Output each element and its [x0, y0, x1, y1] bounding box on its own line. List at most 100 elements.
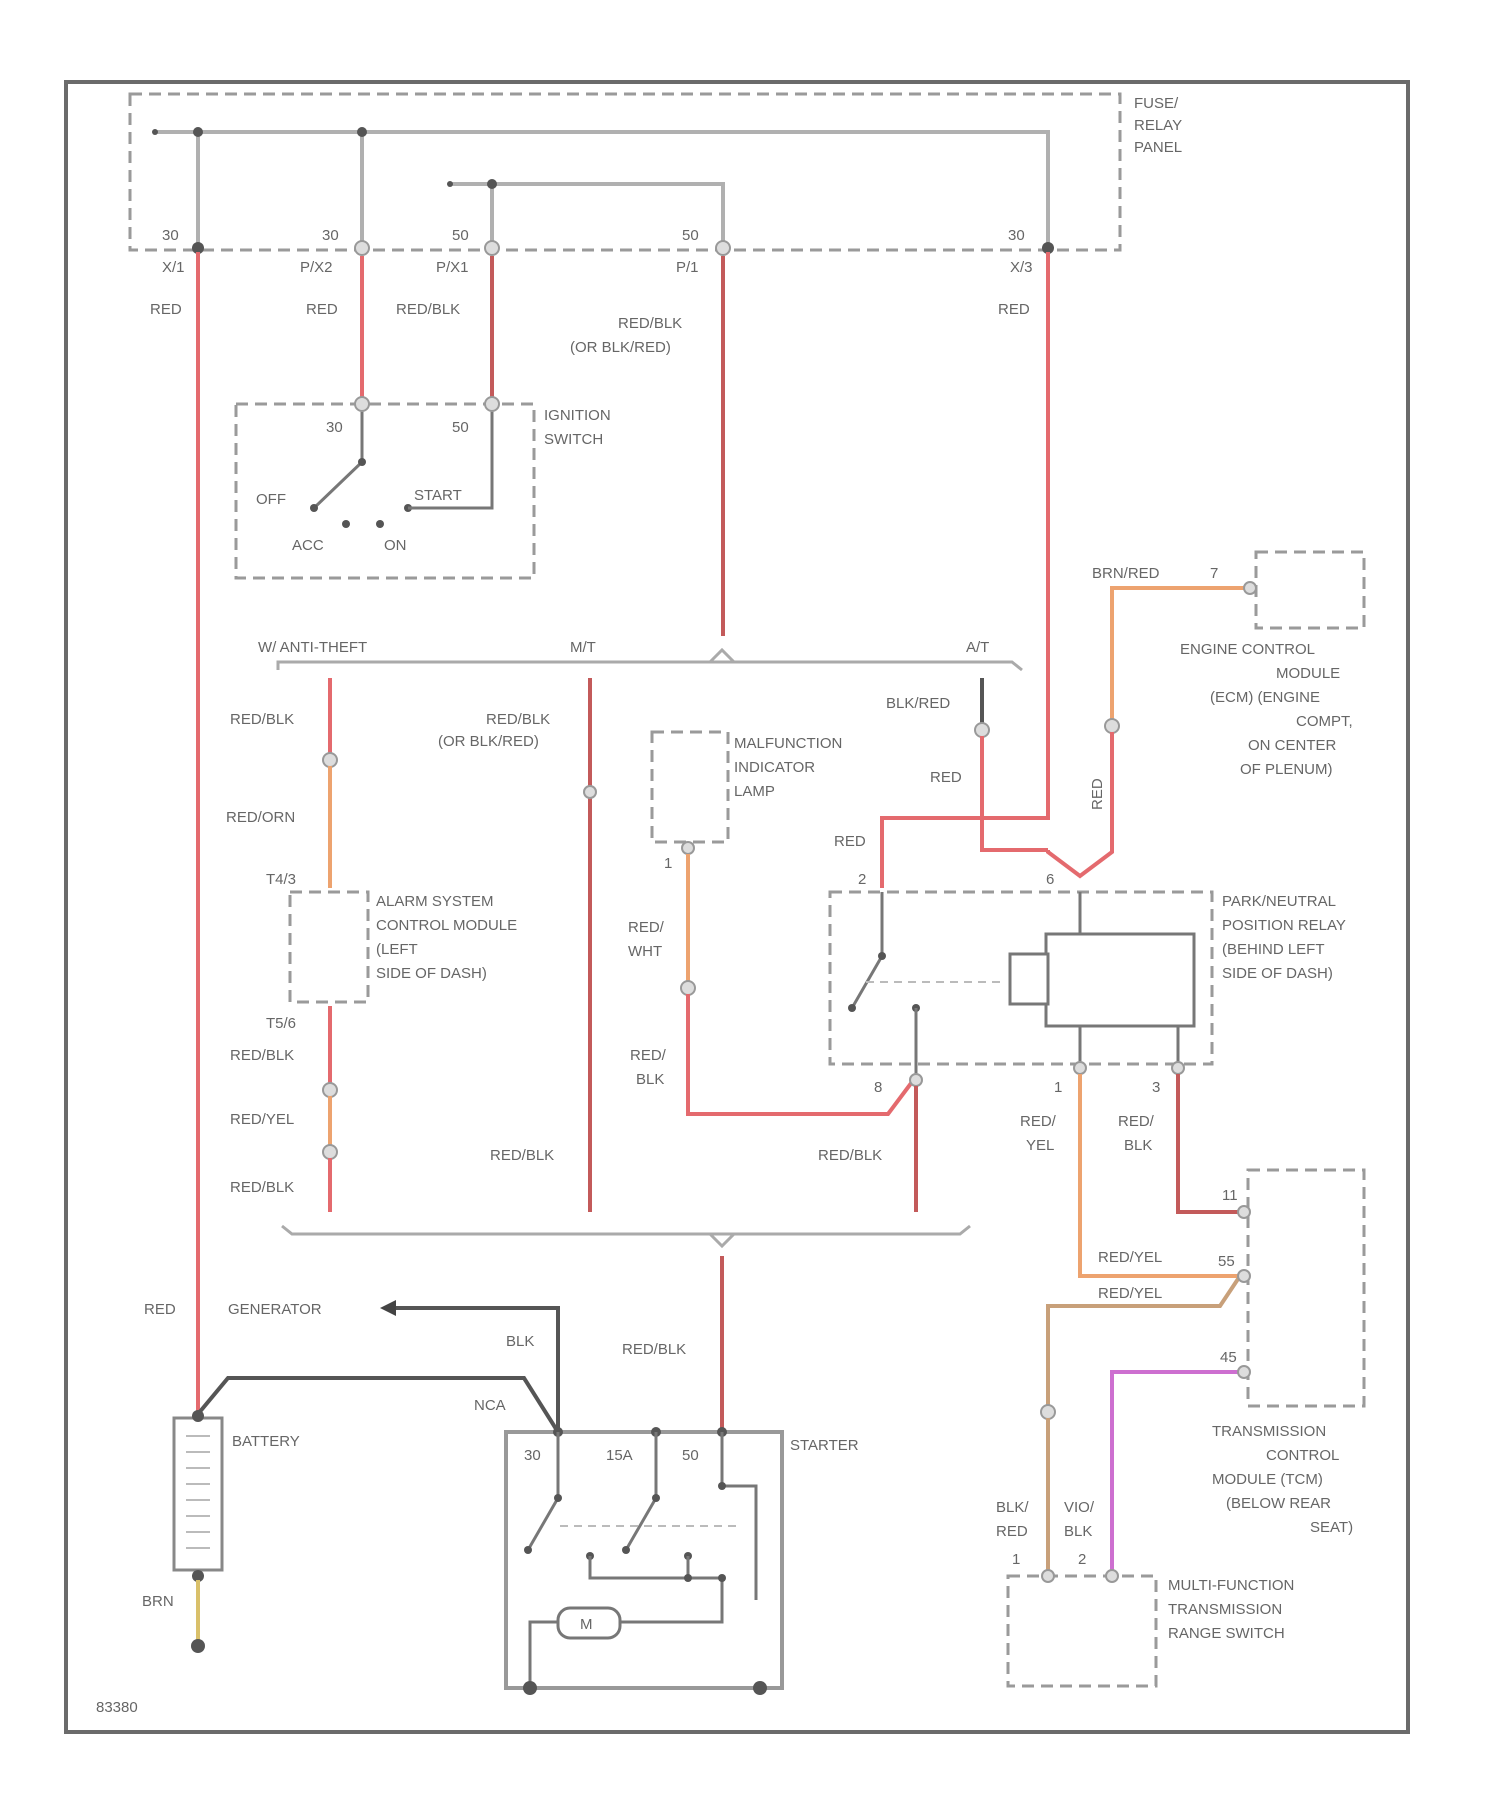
- label-red-blk-1: RED/BLK: [396, 301, 460, 318]
- label-red-blk-5: RED/BLK: [230, 1047, 294, 1064]
- label-red-6: RED: [144, 1301, 176, 1318]
- label-red-blk-4: RED/BLK: [818, 1147, 882, 1164]
- malfunction-indicator-lamp: MALFUNCTION INDICATOR LAMP 1: [652, 732, 842, 872]
- park-neutral-position-relay: 2 6 8 1 3 PARK/NEUTRAL POSITION RELAY (B…: [830, 871, 1346, 1096]
- mfs-title-3: RANGE SWITCH: [1168, 1625, 1285, 1642]
- wire-mil-redblk: [688, 994, 912, 1114]
- fuse-pin-2-term: P/X2: [300, 259, 333, 276]
- label-red-blk-8a: RED/: [1118, 1113, 1155, 1130]
- wire-relay-feed: [882, 818, 1048, 888]
- wire-at-red-2: [982, 736, 1048, 850]
- mfs-pin-1: 1: [1012, 1551, 1020, 1568]
- ignition-switch: 30 50 IGNITION SWITCH OFF ACC ON START: [236, 397, 611, 578]
- ground-point-icon: [191, 1639, 205, 1653]
- label-red-yel-3: RED/YEL: [1098, 1249, 1162, 1266]
- alarm-title-1: ALARM SYSTEM: [376, 893, 494, 910]
- label-red-wht-a: RED/: [628, 919, 665, 936]
- fuse-pin-3-num: 50: [452, 227, 469, 244]
- pnr-pin-8: 8: [874, 1079, 882, 1096]
- pnr-pin-3: 3: [1152, 1079, 1160, 1096]
- tcm-title-4: (BELOW REAR: [1226, 1495, 1331, 1512]
- label-red-blk-7: RED/BLK: [490, 1147, 554, 1164]
- label-red-yel-4: RED/YEL: [1098, 1285, 1162, 1302]
- pnr-title-1: PARK/NEUTRAL: [1222, 893, 1336, 910]
- label-brn-red: BRN/RED: [1092, 565, 1160, 582]
- label-vio-blk-b: BLK: [1064, 1523, 1092, 1540]
- generator-label: GENERATOR: [228, 1301, 322, 1318]
- figure-id: 83380: [96, 1699, 138, 1716]
- ecm-title-2: MODULE: [1276, 665, 1340, 682]
- tcm-title-1: TRANSMISSION: [1212, 1423, 1326, 1440]
- pnr-title-3: (BEHIND LEFT: [1222, 941, 1325, 958]
- fuse-pin-5-num: 30: [1008, 227, 1025, 244]
- label-w-anti-theft: W/ ANTI-THEFT: [258, 639, 367, 656]
- mil-pin: 1: [664, 855, 672, 872]
- label-red-blk-alt-b: (OR BLK/RED): [570, 339, 671, 356]
- label-red-blk-2: RED/BLK: [230, 711, 294, 728]
- fuse-panel-title-1: FUSE/: [1134, 95, 1179, 112]
- starter: 30 15A 50 STARTER M: [506, 1427, 859, 1695]
- alarm-title-4: SIDE OF DASH): [376, 965, 487, 982]
- ign-title-1: IGNITION: [544, 407, 611, 424]
- label-red-wht-b: WHT: [628, 943, 662, 960]
- label-red-vert: RED: [1089, 778, 1106, 810]
- starter-label: STARTER: [790, 1437, 859, 1454]
- alarm-system-control-module: T4/3 T5/6 ALARM SYSTEM CONTROL MODULE (L…: [266, 871, 517, 1032]
- label-blk-red-2a: BLK/: [996, 1499, 1029, 1516]
- label-blk: BLK: [506, 1333, 534, 1350]
- battery-label: BATTERY: [232, 1433, 300, 1450]
- label-red-5: RED: [834, 833, 866, 850]
- ecm-title-4: COMPT,: [1296, 713, 1353, 730]
- ign-pin-left: 30: [326, 419, 343, 436]
- fuse-panel-title-3: PANEL: [1134, 139, 1182, 156]
- fuse-pin-1-term: X/1: [162, 259, 185, 276]
- label-at: A/T: [966, 639, 989, 656]
- label-red-4: RED: [930, 769, 962, 786]
- generator-arrow-icon: [380, 1300, 396, 1316]
- label-red-orn: RED/ORN: [226, 809, 295, 826]
- label-red-3: RED: [998, 301, 1030, 318]
- ecm-title-1: ENGINE CONTROL: [1180, 641, 1315, 658]
- starter-motor-label: M: [580, 1616, 593, 1633]
- pnr-pin-6: 6: [1046, 871, 1054, 888]
- label-red-yel-2a: RED/: [1020, 1113, 1057, 1130]
- tcm-title-2: CONTROL: [1266, 1447, 1339, 1464]
- label-brn: BRN: [142, 1593, 174, 1610]
- label-vio-blk-a: VIO/: [1064, 1499, 1095, 1516]
- ecm-title-6: OF PLENUM): [1240, 761, 1333, 778]
- tcm-pin-11: 11: [1222, 1187, 1238, 1204]
- mfs-title-2: TRANSMISSION: [1168, 1601, 1282, 1618]
- label-nca: NCA: [474, 1397, 506, 1414]
- label-red-yel-2b: YEL: [1026, 1137, 1054, 1154]
- fuse-relay-panel: FUSE/ RELAY PANEL 30 X/1 30 P/X2 50 P/X1…: [130, 94, 1182, 276]
- label-red-blk-3b: BLK: [636, 1071, 664, 1088]
- tcm-pin-55: 55: [1218, 1253, 1235, 1270]
- label-blk-red-1: BLK/RED: [886, 695, 950, 712]
- fuse-panel-title-2: RELAY: [1134, 117, 1182, 134]
- label-red-yel-1: RED/YEL: [230, 1111, 294, 1128]
- label-red-blk-6: RED/BLK: [230, 1179, 294, 1196]
- tcm-title-5: SEAT): [1310, 1519, 1353, 1536]
- label-mt: M/T: [570, 639, 596, 656]
- fuse-pin-1-num: 30: [162, 227, 179, 244]
- fuse-pin-2-num: 30: [322, 227, 339, 244]
- ign-pos-start: START: [414, 487, 462, 504]
- mil-title-1: MALFUNCTION: [734, 735, 842, 752]
- fuse-pin-5-term: X/3: [1010, 259, 1033, 276]
- mfs-title-1: MULTI-FUNCTION: [1168, 1577, 1294, 1594]
- ign-pin-right: 50: [452, 419, 469, 436]
- starter-pin-30: 30: [524, 1447, 541, 1464]
- ign-pos-acc: ACC: [292, 537, 324, 554]
- battery: BATTERY: [174, 1410, 300, 1582]
- engine-control-module: 7 ENGINE CONTROL MODULE (ECM) (ENGINE CO…: [1180, 552, 1364, 778]
- wire-pnr-redyel: [1080, 1074, 1240, 1276]
- mil-title-2: INDICATOR: [734, 759, 815, 776]
- pnr-title-4: SIDE OF DASH): [1222, 965, 1333, 982]
- fuse-pin-3-term: P/X1: [436, 259, 469, 276]
- multi-function-transmission-range-switch: 1 2 MULTI-FUNCTION TRANSMISSION RANGE SW…: [1008, 1551, 1294, 1686]
- mil-title-3: LAMP: [734, 783, 775, 800]
- ecm-title-3: (ECM) (ENGINE: [1210, 689, 1320, 706]
- fuse-pin-4-term: P/1: [676, 259, 699, 276]
- starter-pin-50: 50: [682, 1447, 699, 1464]
